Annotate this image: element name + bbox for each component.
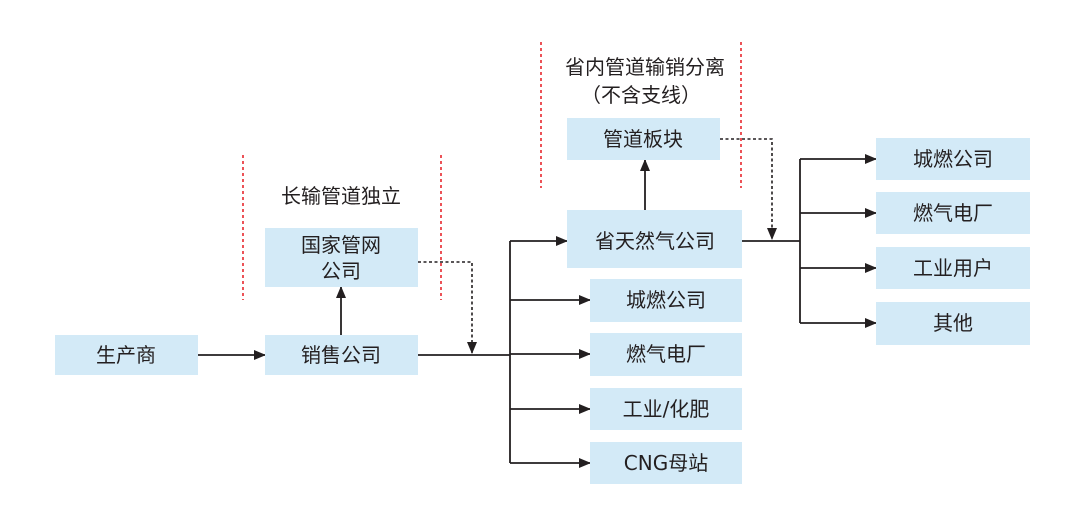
- node-provincial-gas: 省天然气公司: [567, 210, 742, 268]
- node-national-pipeline-label-line2: 公司: [321, 259, 361, 283]
- node-power-plant-right-label: 燃气电厂: [913, 201, 993, 225]
- node-provincial-gas-label: 省天然气公司: [595, 229, 715, 253]
- node-cng-station: CNG母站: [590, 442, 742, 484]
- node-city-gas-mid: 城燃公司: [590, 279, 742, 322]
- node-industrial-users-label: 工业用户: [913, 256, 993, 280]
- node-producer: 生产商: [55, 335, 198, 375]
- node-national-pipeline: 国家管网 公司: [265, 228, 418, 287]
- node-national-pipeline-label-line1: 国家管网: [301, 233, 381, 257]
- node-industry-fertilizer: 工业/化肥: [590, 388, 742, 430]
- node-pipeline-segment: 管道板块: [567, 118, 720, 160]
- node-industry-fertilizer-label: 工业/化肥: [623, 397, 710, 421]
- dashed-arrow-national-pipeline-to-trunk: [418, 261, 477, 354]
- node-cng-station-label: CNG母站: [624, 451, 708, 475]
- node-sales-company-label: 销售公司: [301, 343, 381, 367]
- label-pipeline-independent: 长输管道独立: [281, 184, 401, 208]
- node-city-gas-right: 城燃公司: [876, 138, 1030, 180]
- node-producer-label: 生产商: [96, 343, 156, 367]
- node-sales-company: 销售公司: [265, 335, 418, 375]
- node-power-plant-right: 燃气电厂: [876, 192, 1030, 234]
- node-others: 其他: [876, 302, 1030, 345]
- node-others-label: 其他: [933, 311, 973, 335]
- node-city-gas-mid-label: 城燃公司: [626, 288, 706, 312]
- node-city-gas-right-label: 城燃公司: [913, 147, 993, 171]
- node-pipeline-segment-label: 管道板块: [603, 127, 683, 151]
- dashed-arrow-pipeline-segment-to-trunk: [720, 138, 777, 240]
- node-power-plant-mid-label: 燃气电厂: [626, 342, 706, 366]
- label-provincial-separation-note: （不含支线）: [581, 83, 701, 107]
- node-power-plant-mid: 燃气电厂: [590, 333, 742, 376]
- label-provincial-separation: 省内管道输销分离: [565, 55, 725, 79]
- node-industrial-users: 工业用户: [876, 247, 1030, 289]
